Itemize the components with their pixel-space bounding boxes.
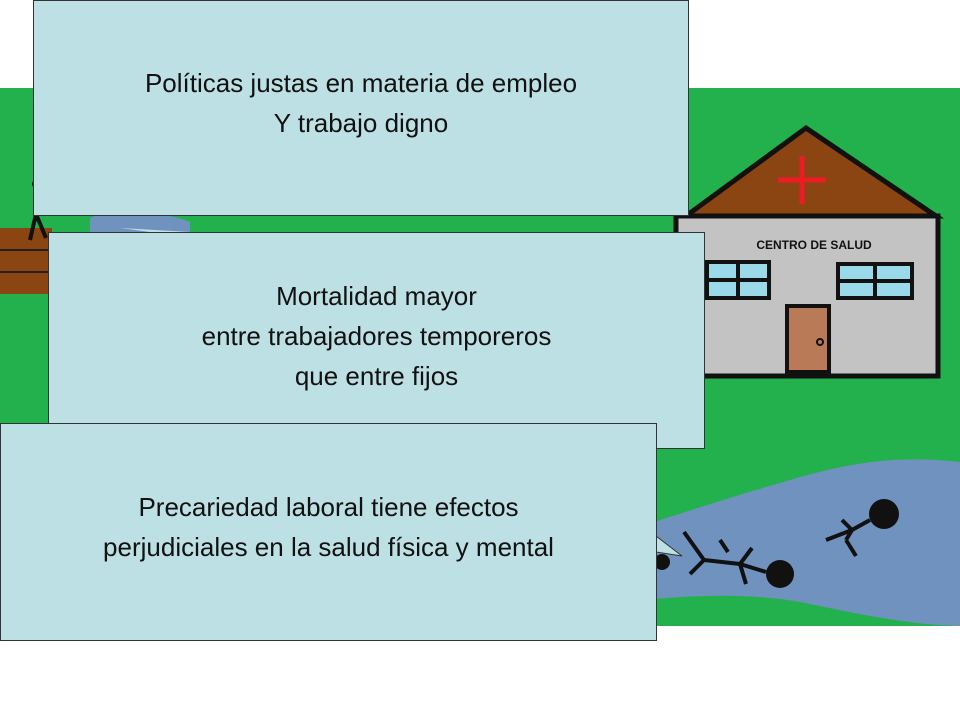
stick-figure-river-1 [682, 530, 794, 588]
stick-figure-river-3-head [654, 554, 670, 570]
callout-empleo: Políticas justas en materia de empleo Y … [33, 0, 689, 216]
door [785, 304, 831, 374]
callout-line: Precariedad laboral tiene efectos [138, 492, 519, 522]
callout-precariedad: Precariedad laboral tiene efectos perjud… [0, 423, 657, 641]
river [600, 459, 960, 626]
callout-line: Mortalidad mayor [276, 280, 477, 311]
callout-line: Y trabajo digno [273, 108, 449, 138]
callout-line: perjudiciales en la salud física y menta… [103, 532, 554, 562]
callout-line: Políticas justas en materia de empleo [144, 68, 578, 98]
building-sign: CENTRO DE SALUD [756, 238, 872, 252]
callout-mortalidad-text: Mortalidad mayor entre trabajadores temp… [202, 276, 552, 396]
stick-figure-river-2 [825, 499, 899, 558]
callout-line: que entre fijos [294, 360, 459, 391]
health-center-building: CENTRO DE SALUD [673, 124, 945, 379]
river-left-segment [90, 211, 190, 236]
wooden-plank [0, 228, 52, 294]
window-left [705, 260, 771, 300]
callout-empleo-text: Políticas justas en materia de empleo Y … [145, 63, 577, 143]
window-right [836, 262, 914, 300]
callout-mortalidad: Mortalidad mayor entre trabajadores temp… [48, 232, 705, 449]
callout-pointer-small [120, 228, 190, 232]
callout-line: entre trabajadores temporeros [201, 320, 552, 351]
callout-precariedad-text: Precariedad laboral tiene efectos perjud… [103, 487, 554, 567]
